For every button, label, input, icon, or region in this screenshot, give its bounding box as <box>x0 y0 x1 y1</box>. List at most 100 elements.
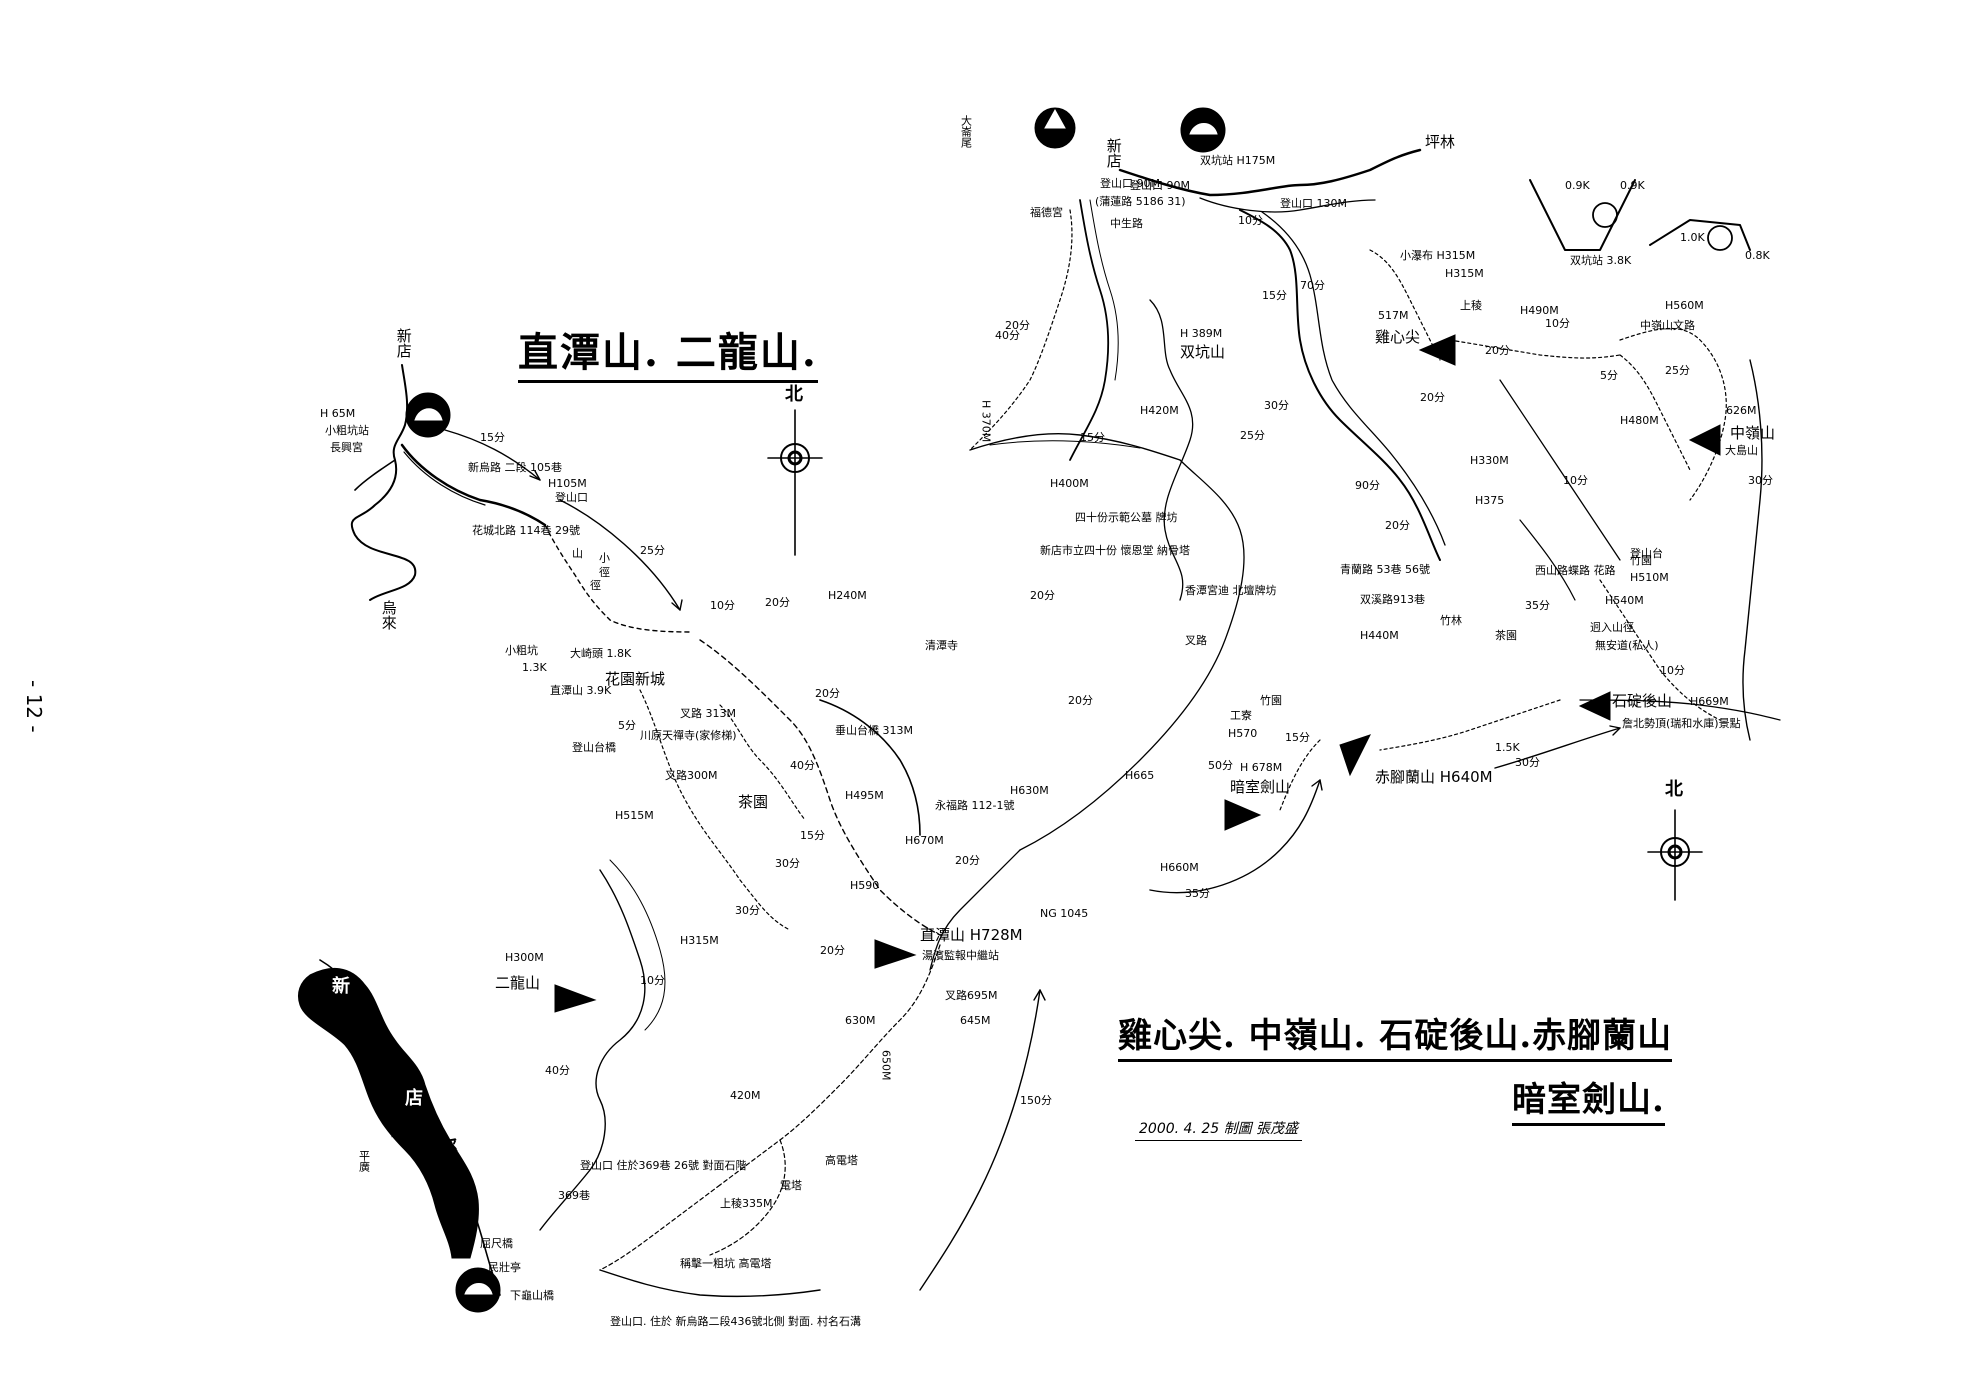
time-label: 5分 <box>1600 369 1618 382</box>
place-chayuan: 茶園 <box>738 793 769 811</box>
arrow-25min <box>559 499 681 611</box>
peak-flag-anshi <box>1224 799 1262 831</box>
note: 青蘭路 53巷 56號 <box>1340 563 1430 576</box>
trail-jixin-2 <box>1449 339 1621 359</box>
place-chawan: 茶園 <box>1495 629 1517 642</box>
note: 1.3K <box>522 661 547 674</box>
spot-height: 登山口 130M <box>1280 197 1347 210</box>
trail-2 <box>639 689 791 931</box>
place-zhitan-39k: 直潭山 3.9K <box>550 684 612 697</box>
note: 垂山台橋 313M <box>835 724 913 737</box>
spot-height: 登山口 90M <box>1100 177 1160 190</box>
road-xindian-pinglin <box>1118 148 1422 197</box>
place-pinglin: 坪林 <box>1425 133 1456 151</box>
spot-height: 叉路 313M <box>680 707 736 720</box>
trail-center-1 <box>969 209 1073 451</box>
peak-label-zhongling: 中嶺山 <box>1730 424 1776 442</box>
place-xiaocukeng: 小粗坑站 <box>325 424 369 437</box>
spot-height: H400M <box>1050 477 1089 490</box>
time-label: 10分 <box>1660 664 1685 677</box>
trail-jixin-1 <box>1369 249 1441 361</box>
note: 叉路300M <box>665 769 718 782</box>
place-shiding-north: 詹北勢頂(瑞和水庫)景點 <box>1622 717 1741 730</box>
peak-flag-jixin <box>1418 334 1456 366</box>
map-credit: 2000. 4. 25 制圖 張茂盛 <box>1135 1118 1303 1141</box>
spot-height: H315M <box>680 934 719 947</box>
time-label: 10分 <box>1563 474 1588 487</box>
road-branch <box>354 459 396 491</box>
note: 徑 <box>590 579 601 592</box>
arrow-150min <box>919 989 1041 1291</box>
trail-jixin-3 <box>1619 354 1691 471</box>
place-fudelong: 福德宮 <box>1030 206 1063 219</box>
trail-center-2 <box>969 432 1181 461</box>
note: 無安道(私人) <box>1595 639 1659 652</box>
trail-chayuan <box>719 704 806 821</box>
note: 双溪路913巷 <box>1360 593 1425 606</box>
note: 大崎頭 1.8K <box>570 647 632 660</box>
note: 香潭宮迪 北壇牌坊 <box>1185 584 1277 597</box>
peak-note-shiding: H669M <box>1690 695 1729 708</box>
time-label: 10分 <box>640 974 665 987</box>
time-label: 30分 <box>735 904 760 917</box>
spot-height: H 65M <box>320 407 356 420</box>
arrow-35min <box>1149 779 1321 894</box>
trail-lower-1 <box>719 944 941 1186</box>
spot-height: H420M <box>1140 404 1179 417</box>
north-compass-right <box>1647 809 1703 901</box>
map-title-jixin-line1: 雞心尖. 中嶺山. 石碇後山.赤腳蘭山 <box>1118 1008 1673 1062</box>
place-daoshan: 大島山 <box>1725 444 1758 457</box>
time-label: 15分 <box>1080 431 1105 444</box>
peak-flag-zhitan <box>874 939 917 969</box>
place-xindian-left: 新店 <box>394 328 413 358</box>
place-xiaocukeng-2: 小粗坑 <box>505 644 538 657</box>
time-label: 15分 <box>480 431 505 444</box>
trail-chijiao <box>1379 699 1561 751</box>
place-minzhuang: 民壯亭 <box>488 1261 521 1274</box>
spot-height: H540M <box>1605 594 1644 607</box>
place-xindian-top: 新店 <box>1104 138 1123 168</box>
peak-note-zhitan: NG 1045 <box>1040 907 1089 920</box>
note: 0.9K <box>1565 179 1590 192</box>
spot-height: H630M <box>1010 784 1049 797</box>
note: 新烏路 二段 105巷 <box>468 461 562 474</box>
place-qiuxi-temple: 清潭寺 <box>925 639 958 652</box>
spot-height: H560M <box>1665 299 1704 312</box>
peak-note-jixin: 517M <box>1378 309 1409 322</box>
time-label: 20分 <box>955 854 980 867</box>
road-xindian-wulai <box>350 364 417 601</box>
peak-flag-erlong <box>554 984 597 1013</box>
peak-flag-zhongling <box>1688 424 1721 456</box>
note: 0.9K <box>1620 179 1645 192</box>
spot-height: H515M <box>615 809 654 822</box>
trail-dengshankou <box>544 524 691 633</box>
note: 花城北路 114巷 29號 <box>472 524 580 537</box>
note: 双坑站 3.8K <box>1570 254 1632 267</box>
time-label: 150分 <box>1020 1094 1052 1107</box>
note: 登山台 <box>1630 547 1663 560</box>
peak-flag-chijiao <box>1339 734 1371 777</box>
note: 叉路 <box>1185 634 1207 647</box>
spot-height: H510M <box>1630 571 1669 584</box>
place-dalunwei: 大崙尾 <box>959 115 973 148</box>
peak-label-shiding: 石碇後山 <box>1612 692 1673 710</box>
place-changxing: 長興宮 <box>330 441 363 454</box>
spot-height: 叉路695M <box>945 989 998 1002</box>
spot-height: 645M <box>960 1014 991 1027</box>
time-label: 40分 <box>790 759 815 772</box>
peak-label-erlong: 二龍山 <box>495 974 541 992</box>
time-label: 1.5K <box>1495 741 1520 754</box>
map-title-jixin-line2: 暗室劍山. <box>1512 1072 1665 1126</box>
peak-label-anshi: 暗室劍山 <box>1230 778 1291 796</box>
note: 稱擊一粗坑 高電塔 <box>680 1257 772 1270</box>
peak-note-anshi: H 678M <box>1240 761 1283 774</box>
note: 上稜 <box>1460 299 1482 312</box>
spot-height: H570 <box>1228 727 1258 740</box>
place-xiagui-bridge: 下龜山橋 <box>420 1167 464 1180</box>
place-wulai: 烏來 <box>379 600 398 630</box>
time-label: 10分 <box>710 599 735 612</box>
spot-height: H590 <box>850 879 880 892</box>
time-label: 35分 <box>1185 887 1210 900</box>
road-to-105 <box>400 443 547 527</box>
